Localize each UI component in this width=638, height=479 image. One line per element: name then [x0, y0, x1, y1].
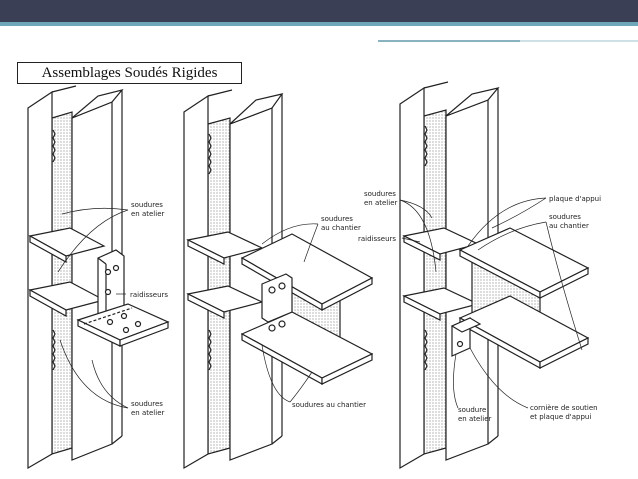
fig3-label-bottom-left-line2: en atelier	[458, 415, 492, 423]
fig2-label-bottom: soudures au chantier	[292, 401, 366, 409]
fig1-label-top-line1: soudures	[131, 201, 163, 209]
fig3-label-bearing-plate: plaque d'appui	[549, 195, 601, 203]
fig3-label-bottom-right-line1: cornière de soutien	[530, 404, 598, 412]
fig2-label-top-line1: soudures	[321, 215, 353, 223]
slide-accent-line	[378, 26, 610, 42]
slide-title: Assemblages Soudés Rigides	[41, 65, 218, 81]
fig1-label-top-line2: en atelier	[131, 210, 165, 218]
slide-accent-line-light	[520, 40, 638, 42]
figure-2-field-welded-beam	[183, 89, 374, 470]
fig3-label-bottom-right-line2: et plaque d'appui	[530, 413, 591, 421]
fig1-label-bottom-line2: en atelier	[131, 409, 165, 417]
fig1-label-stiffeners: raidisseurs	[130, 291, 168, 299]
figure-3-seated-beam	[399, 81, 590, 470]
figure-3-leaders	[399, 197, 583, 409]
fig3-label-left1-line2: en atelier	[364, 199, 398, 207]
fig1-label-bottom-line1: soudures	[131, 400, 163, 408]
slide-top-bar	[0, 0, 638, 22]
slide-title-box: Assemblages Soudés Rigides	[17, 62, 242, 84]
figure-2-leaders	[261, 223, 319, 403]
figure-1-leaders	[57, 207, 129, 409]
figure-1-stiffened-column	[27, 85, 170, 470]
fig3-label-bottom-left-line1: soudure	[458, 406, 486, 414]
fig3-label-right2-line1: soudures	[549, 213, 581, 221]
fig3-label-left1-line1: soudures	[364, 190, 396, 198]
fig3-label-right2-line2: au chantier	[549, 222, 589, 230]
fig3-label-stiffeners: raidisseurs	[358, 235, 396, 243]
fig2-label-top-line2: au chantier	[321, 224, 361, 232]
slide-accent-stripe	[0, 22, 638, 26]
